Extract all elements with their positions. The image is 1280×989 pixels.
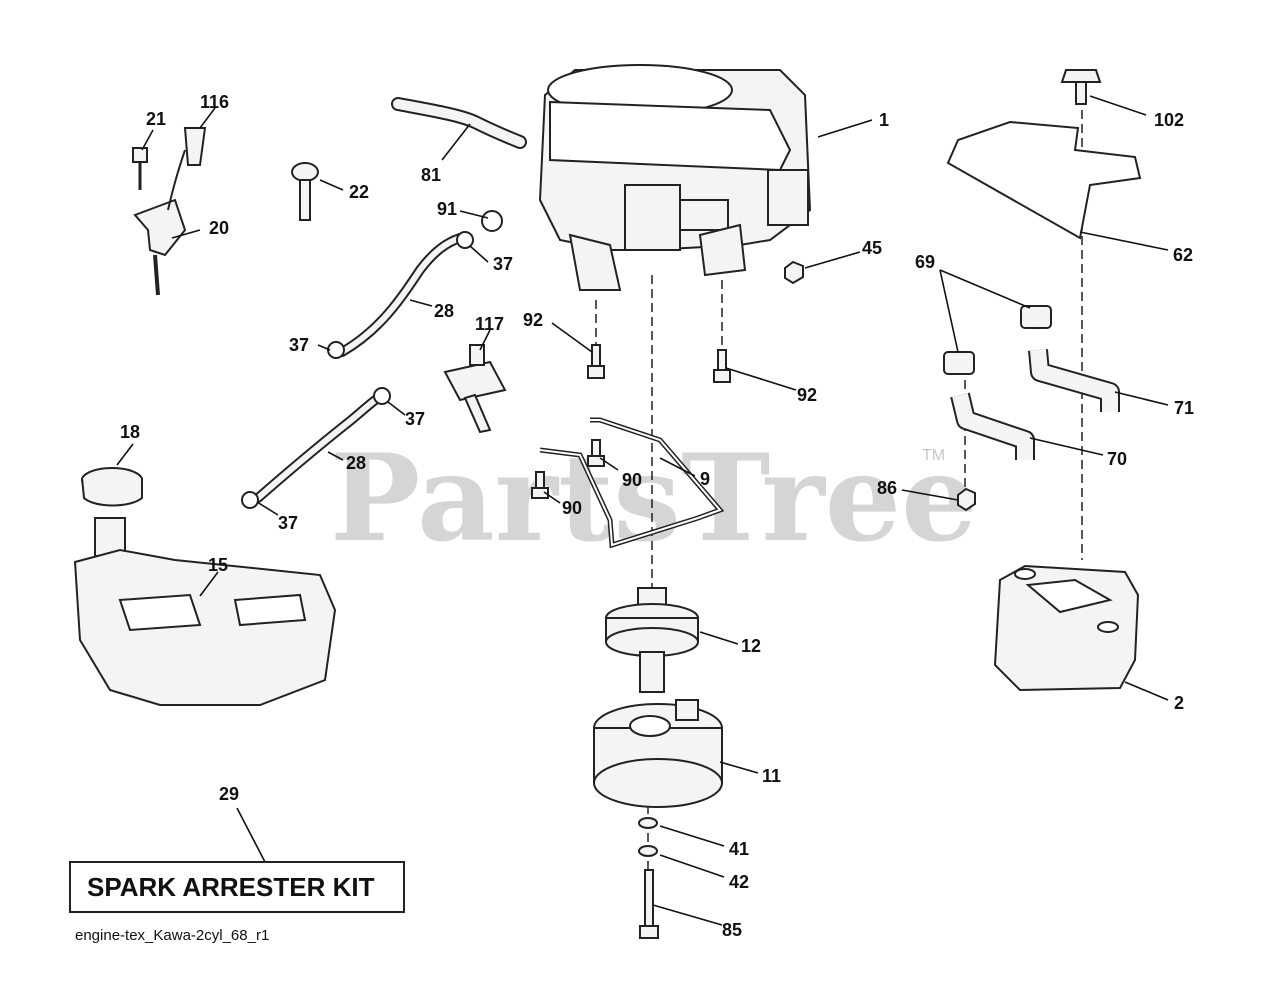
- spark-arrester-kit-box[interactable]: [69, 861, 405, 913]
- callout-18: 18: [120, 422, 140, 442]
- washer-41[interactable]: [638, 817, 658, 829]
- callout-85: 85: [722, 920, 742, 940]
- callout-9: 9: [700, 469, 710, 489]
- muffler[interactable]: [993, 564, 1140, 692]
- muffler-knob-102[interactable]: [1060, 69, 1102, 105]
- callout-81: 81: [421, 165, 441, 185]
- callout-20: 20: [209, 218, 229, 238]
- callout-45: 45: [862, 238, 882, 258]
- callout-2: 2: [1174, 693, 1184, 713]
- callout-11: 11: [762, 766, 781, 786]
- callout-71: 71: [1174, 398, 1194, 418]
- callout-1: 1: [879, 110, 889, 130]
- callout-116: 116: [200, 92, 229, 112]
- callout-69: 69: [915, 252, 935, 272]
- callout-37d: 37: [278, 513, 298, 533]
- callout-21: 21: [146, 109, 166, 129]
- callout-102: 102: [1154, 110, 1184, 130]
- callout-86: 86: [877, 478, 897, 498]
- callout-37c: 37: [405, 409, 425, 429]
- hose-clamp[interactable]: [327, 341, 345, 359]
- electric-pto-clutch[interactable]: [593, 699, 723, 808]
- callout-28a: 28: [434, 301, 454, 321]
- throttle-control[interactable]: [132, 127, 207, 296]
- bolt-90-b[interactable]: [531, 471, 549, 499]
- hose-clamp-91[interactable]: [481, 210, 503, 232]
- callout-28b: 28: [346, 453, 366, 473]
- hose-clamp[interactable]: [456, 231, 474, 249]
- clutch-bolt-85[interactable]: [639, 869, 659, 939]
- callout-22: 22: [349, 182, 369, 202]
- callout-117: 117: [475, 314, 504, 334]
- washer-42[interactable]: [638, 845, 658, 857]
- watermark-text: PartsTree: [330, 428, 977, 569]
- heat-shield[interactable]: [946, 120, 1142, 240]
- callout-92b: 92: [797, 385, 817, 405]
- engine[interactable]: [538, 64, 812, 291]
- watermark-tm: TM: [922, 447, 945, 464]
- fuel-shutoff-valve[interactable]: [443, 344, 507, 434]
- callout-29: 29: [219, 784, 239, 804]
- fuel-tank[interactable]: [73, 517, 337, 706]
- callout-42: 42: [729, 872, 749, 892]
- spark-arrester-kit-label: SPARK ARRESTER KIT: [87, 872, 375, 902]
- callout-90b: 90: [562, 498, 582, 518]
- callout-37a: 37: [493, 254, 513, 274]
- exhaust-gasket[interactable]: [1020, 305, 1052, 329]
- choke-knob[interactable]: [291, 162, 319, 221]
- callout-41: 41: [729, 839, 749, 859]
- bolt-92-right[interactable]: [713, 349, 731, 383]
- nut-86[interactable]: [957, 487, 976, 512]
- callout-15: 15: [208, 555, 228, 575]
- hose-clamp[interactable]: [373, 387, 391, 405]
- exhaust-gasket[interactable]: [943, 351, 975, 375]
- callout-37b: 37: [289, 335, 309, 355]
- breather-tube-fill: [393, 99, 525, 147]
- callout-70: 70: [1107, 449, 1127, 469]
- leader-lines: [116, 95, 1169, 926]
- bolt-92-left[interactable]: [587, 344, 605, 379]
- callout-91: 91: [437, 199, 457, 219]
- fuel-cap[interactable]: [81, 467, 143, 507]
- callout-92a: 92: [523, 310, 543, 330]
- callout-90a: 90: [622, 470, 642, 490]
- hose-clamp[interactable]: [241, 491, 259, 509]
- diagram-caption: engine-tex_Kawa-2cyl_68_r1: [75, 927, 269, 944]
- callout-62: 62: [1173, 245, 1193, 265]
- engine-pulley[interactable]: [605, 587, 699, 693]
- callout-12: 12: [741, 636, 761, 656]
- nut-45[interactable]: [784, 260, 804, 285]
